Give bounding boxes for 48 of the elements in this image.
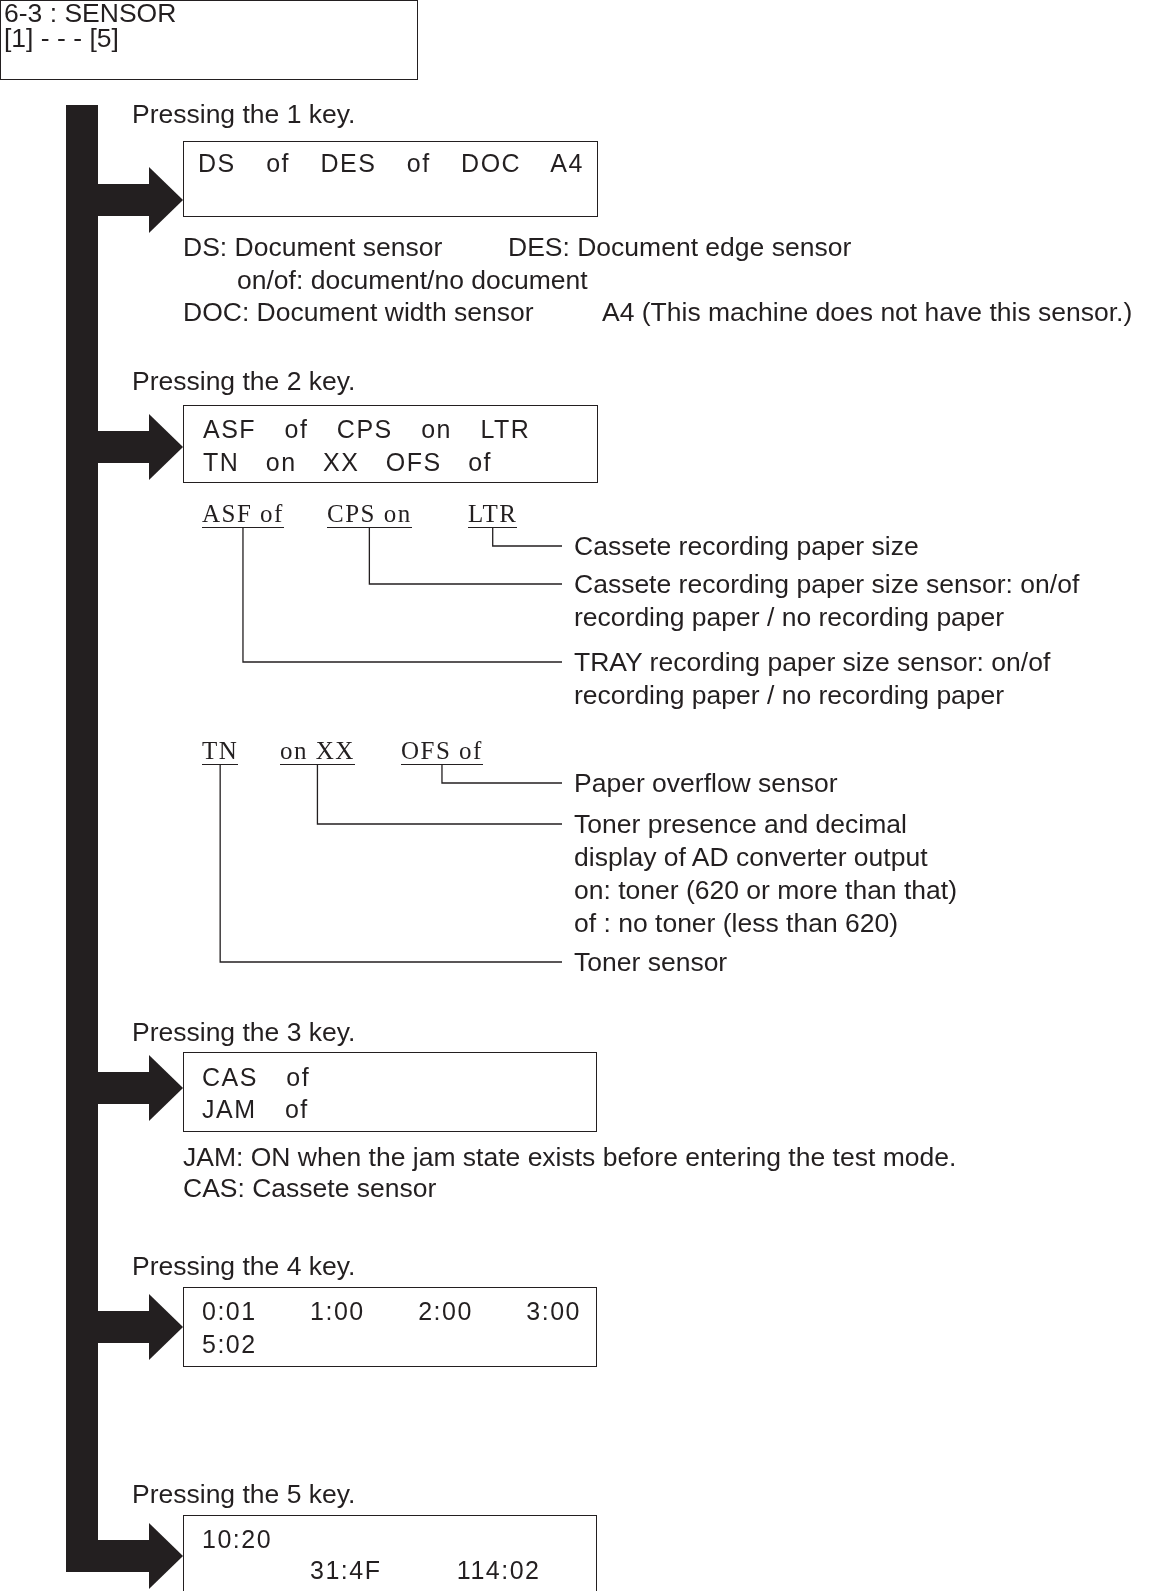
callout-text: TRAY recording paper size sensor: on/of recording paper / no recording paper [562,645,1114,712]
note-text: Pressing the 4 key. [132,1250,356,1282]
display-term: CPS on [327,500,412,528]
callout-text: Cassete recording paper size sensor: on/of recording paper / no recording paper [562,567,1114,634]
leader-line [492,527,563,547]
note-text: on/of: document/no document [237,264,588,296]
display-text: 5:02 [202,1329,257,1359]
leader-line [242,527,563,663]
display-screen-box [183,1515,597,1591]
callout-text: of : no toner (less than 620) [574,906,900,940]
display-text: 31:4F 114:02 [310,1555,541,1585]
leader-line [219,764,563,963]
title-box [0,0,418,80]
display-text: CAS of [202,1062,311,1092]
callout-text: on: toner (620 or more than that) [574,873,958,907]
display-term: LTR [468,500,518,528]
note-text: Pressing the 3 key. [132,1016,356,1048]
display-term: TN [202,737,239,765]
note-text: DS: Document sensor [183,231,443,263]
leader-line [441,764,563,784]
title-text: 6-3 : SENSOR [3,1,178,26]
note-text: CAS: Cassete sensor [183,1172,437,1204]
note-text: A4 (This machine does not have this sensor.) [602,296,1133,328]
note-text: DES: Document edge sensor [508,231,852,263]
display-text: DS of DES of DOC A4 [198,148,584,178]
callout-text: Toner sensor [562,945,1114,979]
display-text: JAM of [202,1094,309,1124]
display-term: ASF of [202,500,284,528]
leader-line [316,764,563,825]
display-term: OFS of [401,737,483,765]
note-text: DOC: Document width sensor [183,296,534,328]
callout-text: Paper overflow sensor [562,766,1114,800]
display-screen-box [183,405,598,483]
note-text: Pressing the 5 key. [132,1478,356,1510]
display-text: TN on XX OFS of [203,447,492,477]
display-text: 10:20 [202,1524,273,1554]
callout-text: Cassete recording paper size [562,529,1134,563]
note-text: JAM: ON when the jam state exists before entering the test mode. [183,1141,957,1173]
note-text: Pressing the 2 key. [132,365,356,397]
display-screen-box [183,1052,597,1132]
display-term: on XX [280,737,355,765]
leader-line [368,527,563,585]
display-screen-box [183,1287,597,1367]
display-screen-box [183,141,598,217]
display-text: 0:01 1:00 2:00 3:00 [202,1296,581,1326]
note-text: Pressing the 1 key. [132,98,356,130]
title-text: [1] - - - [5] [3,26,120,51]
display-text: ASF of CPS on LTR [203,414,531,444]
